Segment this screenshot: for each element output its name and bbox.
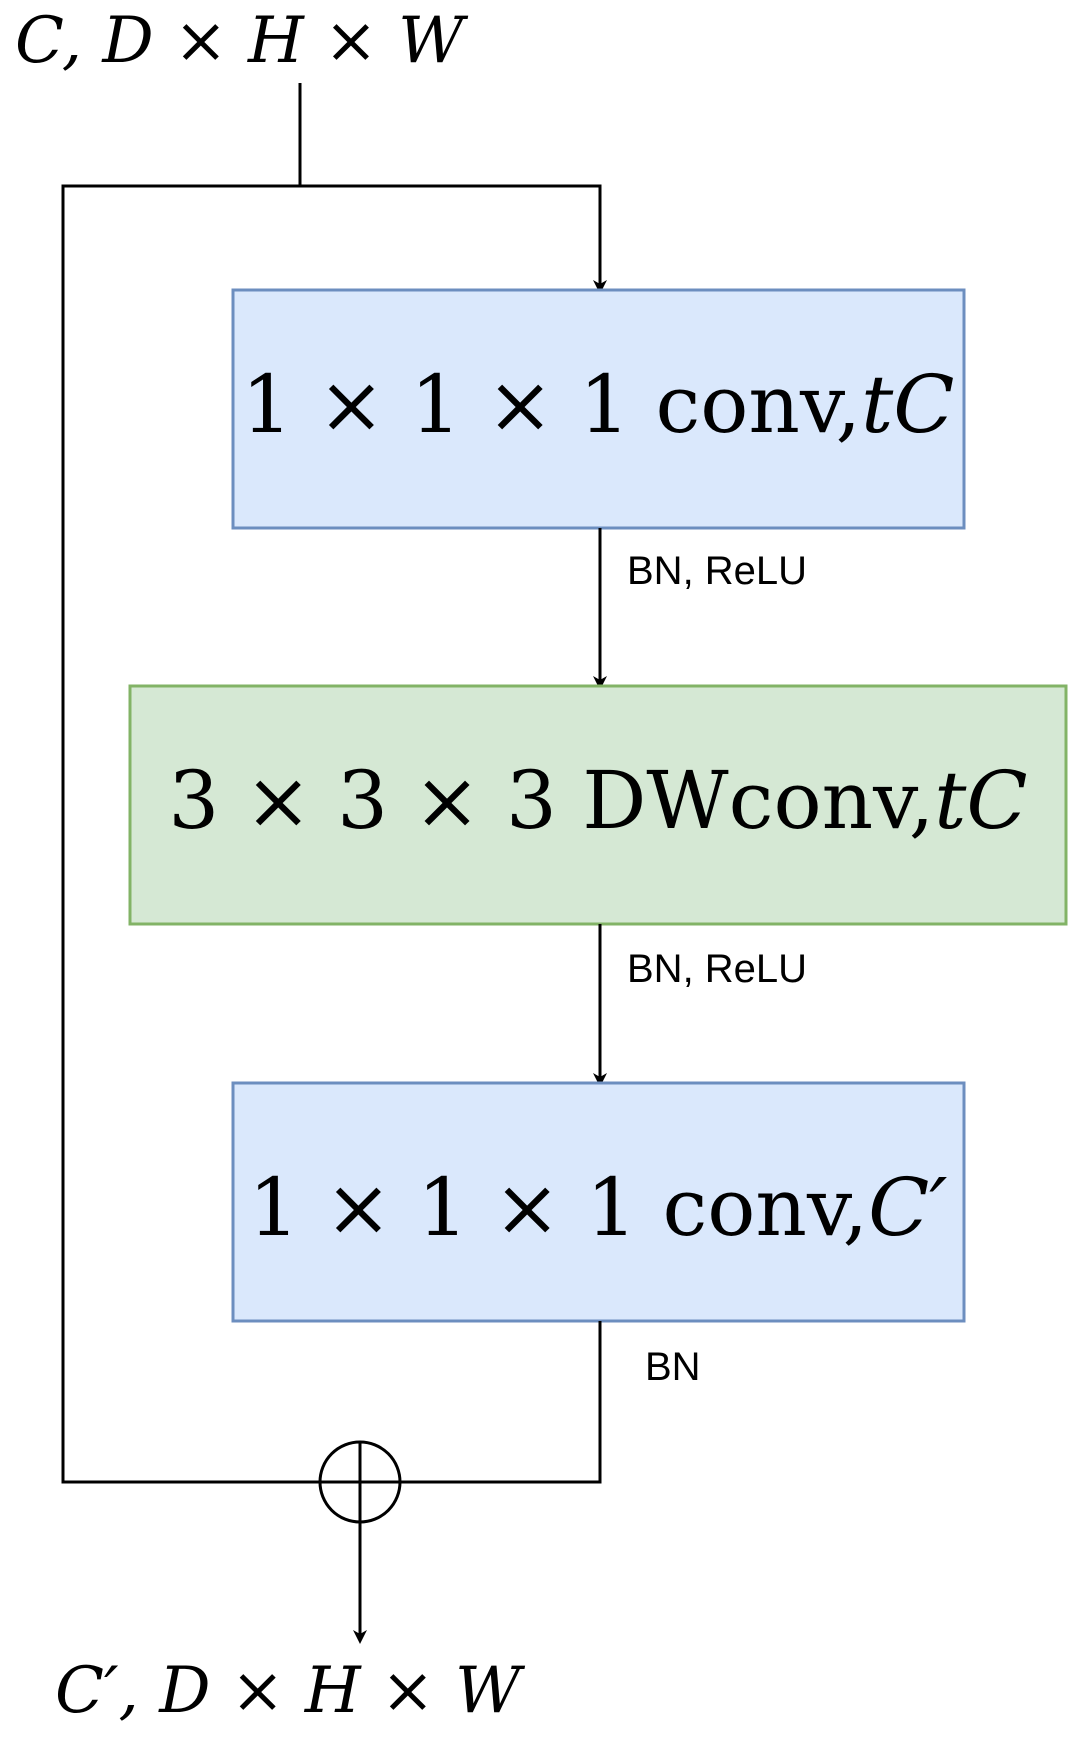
edge-label-bn: BN [645, 1345, 701, 1389]
main-path-bottom-line [400, 1321, 602, 1484]
block-depthwise-box [128, 684, 1068, 926]
block-depthwise: 3 × 3 × 3 DWconv,tC [128, 684, 1068, 926]
block-3-channels: C′ [868, 1161, 947, 1254]
block-1-channels: tC [861, 358, 954, 451]
input-tensor-label: C, D × H × W [15, 4, 469, 78]
main-path-top-line [300, 184, 607, 294]
block-2-channels: tC [934, 754, 1027, 847]
block-pointwise-project: 1 × 1 × 1 conv,C′ [231, 1081, 966, 1323]
block-pointwise-expand-label: 1 × 1 × 1 conv,tC [242, 358, 955, 451]
block-pointwise-project-box [231, 1081, 966, 1323]
block-2-op: 3 × 3 × 3 DWconv, [168, 754, 934, 847]
block-pointwise-expand-box [231, 288, 966, 530]
block-depthwise-label: 3 × 3 × 3 DWconv,tC [168, 754, 1027, 847]
block-pointwise-expand: 1 × 1 × 1 conv,tC [231, 288, 966, 530]
block-pointwise-project-label: 1 × 1 × 1 conv,C′ [249, 1161, 948, 1254]
edge-label-bn-relu-1: BN, ReLU [627, 549, 807, 593]
block-1-op: 1 × 1 × 1 conv, [242, 358, 862, 451]
output-tensor-label: C′, D × H × W [55, 1654, 526, 1728]
block-3-op: 1 × 1 × 1 conv, [249, 1161, 869, 1254]
skip-connection-line [61, 184, 320, 1484]
edge-label-bn-relu-2: BN, ReLU [627, 947, 807, 991]
add-node [318, 1440, 402, 1524]
